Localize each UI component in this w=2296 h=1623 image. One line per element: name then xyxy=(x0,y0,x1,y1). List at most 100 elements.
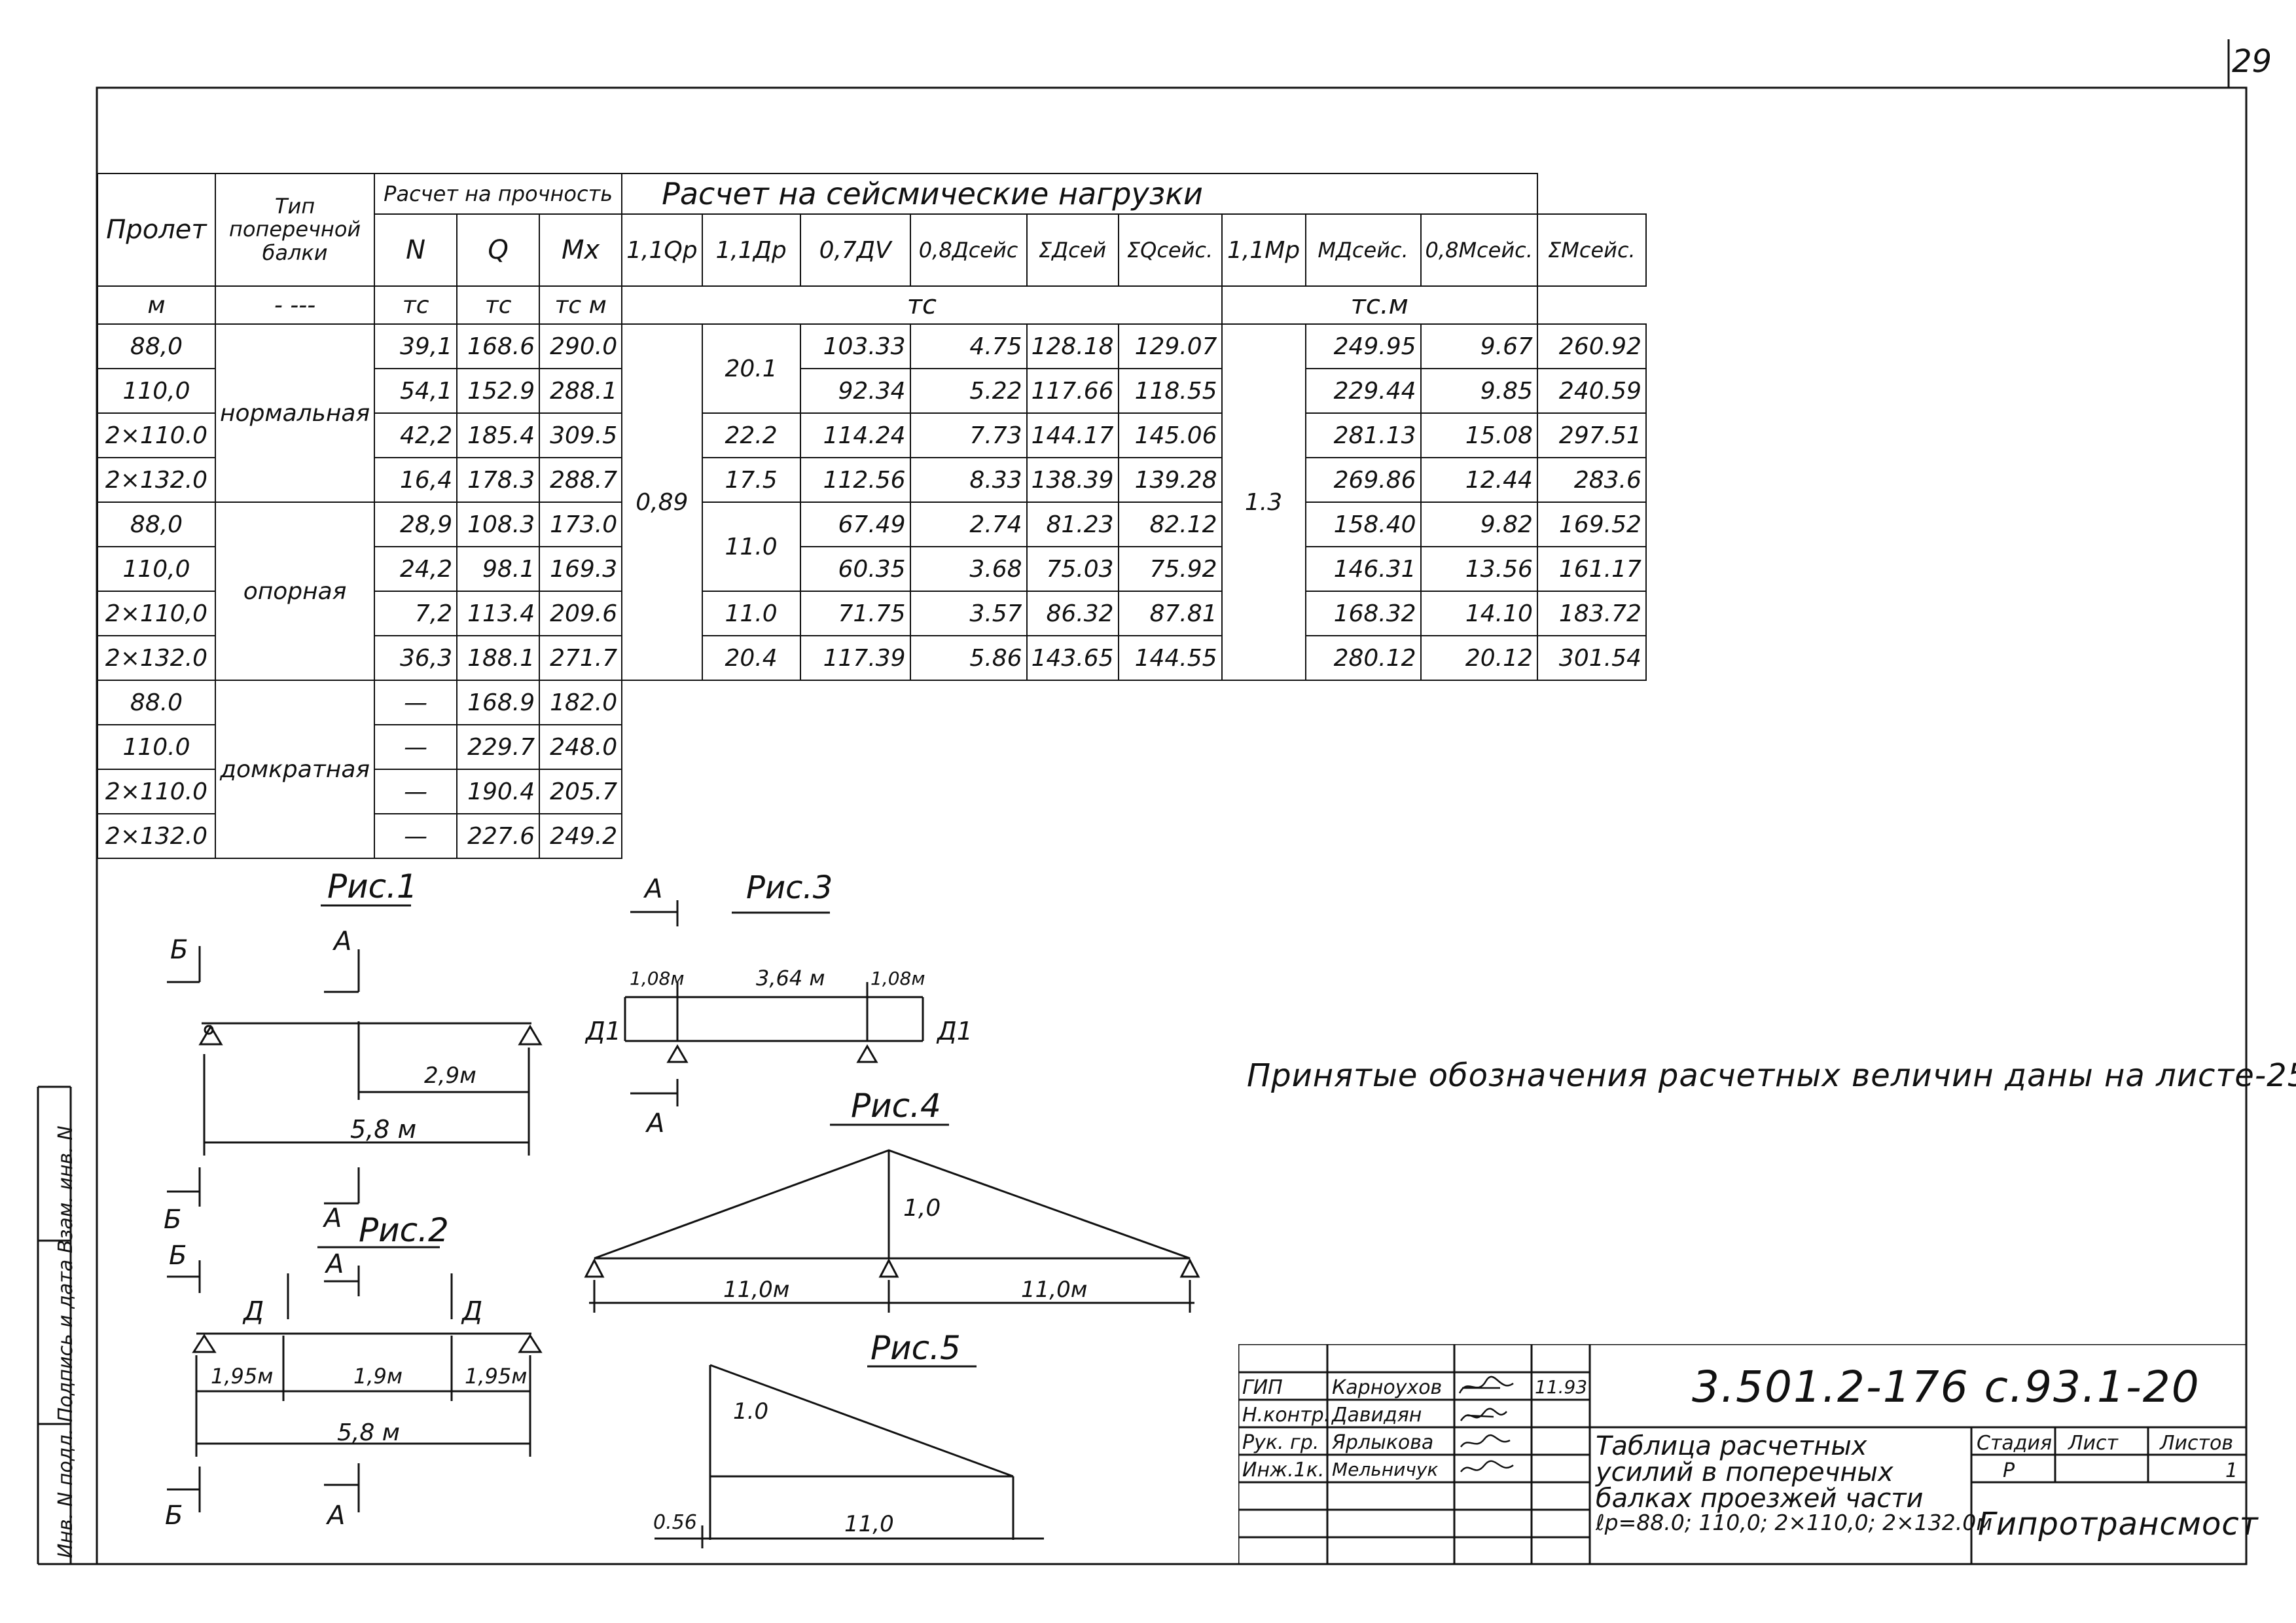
figure-3-dim-left: 1,08м xyxy=(630,968,685,989)
sign-date: 11.93 xyxy=(1535,1376,1588,1398)
stage-label: Стадия xyxy=(1977,1432,2053,1455)
name-nkontr: Давидян xyxy=(1332,1404,1422,1427)
calculation-table: Пролет Тип поперечной балки Расчет на пр… xyxy=(97,173,1656,859)
figure-3-dim-mid: 3,64 м xyxy=(756,966,825,991)
merged-11mp: 1.3 xyxy=(1221,323,1306,681)
figure-5 xyxy=(655,1364,1044,1548)
table-row: 2×110.0 42,2 185.4 309.5 22.2 114.24 7.7… xyxy=(97,412,1655,458)
figure-4-dim-left: 11,0м xyxy=(723,1277,790,1303)
figure-3-section-a-bottom: А xyxy=(647,1108,665,1139)
col-07dv: 0,7ДV xyxy=(799,213,911,287)
figure-4-peak: 1,0 xyxy=(903,1195,941,1222)
figure-1 xyxy=(167,904,543,1207)
figure-3 xyxy=(624,900,924,1106)
table-row: 88,0 нормальная 39,1 168.6 290.0 0,89 20… xyxy=(97,323,1655,681)
unit-seismic-t: тс xyxy=(621,285,1223,325)
designations-note: Принятые обозначения расчетных величин д… xyxy=(1247,1057,2296,1094)
figure-2-dim-full: 5,8 м xyxy=(337,1419,400,1446)
table-row: 110,0 54,1 152.9 288.1 92.34 5.22 117.66… xyxy=(97,368,1655,414)
table-row: 2×132.0 16,4 178.3 288.7 17.5 112.56 8.3… xyxy=(97,457,1655,503)
figure-1-dim-full: 5,8 м xyxy=(350,1115,417,1144)
figure-2 xyxy=(167,1246,543,1512)
unit-q: тс xyxy=(456,285,541,325)
col-sum-m: ΣMсейс. xyxy=(1536,213,1647,287)
figure-3-dim-right: 1,08м xyxy=(870,968,925,989)
sheet-frame xyxy=(96,86,2248,1565)
figure-4 xyxy=(584,1123,1200,1313)
group-support: опорная xyxy=(214,501,376,681)
unit-mx: тс м xyxy=(539,285,623,325)
sheets-label: Листов xyxy=(2160,1432,2234,1455)
binding-stamp: Инв. N подл. Подпись и дата Взам. инв. N xyxy=(54,1125,77,1558)
name-gip: Карноухов xyxy=(1332,1376,1443,1399)
unit-beam: - --- xyxy=(214,285,376,325)
col-md: MДсейс. xyxy=(1304,213,1422,287)
header-strength: Расчет на прочность xyxy=(374,173,623,215)
table-row: 88.0 домкратная — 168.9 182.0 xyxy=(97,680,1655,859)
figure-1-title: Рис.1 xyxy=(327,867,418,905)
col-mx: Mx xyxy=(539,213,623,287)
figure-4-title: Рис.4 xyxy=(851,1087,941,1125)
role-gip: ГИП xyxy=(1242,1376,1283,1399)
table-row: 2×132.0 36,3 188.1 271.7 20.4 117.39 5.8… xyxy=(97,635,1655,681)
header-beam-type: Тип поперечной балки xyxy=(214,173,376,287)
unit-seismic-tm: тс.м xyxy=(1221,285,1538,325)
col-08m: 0,8Mсейс. xyxy=(1420,213,1538,287)
col-q: Q xyxy=(456,213,541,287)
figure-2-dim-left: 1,95м xyxy=(211,1364,274,1389)
col-11mp: 1,1Mp xyxy=(1221,213,1306,287)
figure-2-load-right: Д xyxy=(462,1296,483,1326)
col-n: N xyxy=(374,213,458,287)
signatures xyxy=(1458,1376,1514,1472)
table-row: 110,0 24,2 98.1 169.3 60.35 3.68 75.03 7… xyxy=(97,546,1655,592)
organization: Гипротрансмост xyxy=(1978,1506,2259,1542)
figure-5-title: Рис.5 xyxy=(870,1329,961,1367)
col-08d: 0,8Дсейс xyxy=(909,213,1028,287)
figure-1-section-b-bottom: Б xyxy=(164,1205,182,1235)
figure-2-section-b-bottom: Б xyxy=(165,1501,183,1531)
figure-5-peak: 1.0 xyxy=(733,1398,769,1425)
figure-4-dim-right: 11,0м xyxy=(1021,1277,1088,1303)
figure-3-load-left: Д1 xyxy=(586,1017,621,1046)
table-row: 88,0 опорная 28,9 108.3 173.0 11.0 67.49… xyxy=(97,501,1655,681)
doc-title-line-1: Таблица расчетных xyxy=(1596,1431,1867,1461)
table-row: 110.0 — 229.7 248.0 xyxy=(97,724,1655,770)
col-11qp: 1,1Qp xyxy=(621,213,703,287)
name-rukgr: Ярлыкова xyxy=(1332,1431,1434,1454)
doc-number: 3.501.2-176 с.93.1-20 xyxy=(1692,1362,2200,1412)
sheet-label: Лист xyxy=(2068,1432,2119,1455)
figure-2-section-b-top: Б xyxy=(169,1241,187,1271)
role-inzh: Инж.1к. xyxy=(1242,1459,1325,1482)
figure-3-load-right: Д1 xyxy=(937,1017,973,1046)
unit-n: тс xyxy=(374,285,458,325)
col-11dp: 1,1Дp xyxy=(701,213,801,287)
figure-5-dim-right: 11,0 xyxy=(844,1511,894,1537)
figure-3-section-a-top: А xyxy=(645,874,663,904)
doc-title-line-2: усилий в поперечных xyxy=(1596,1457,1893,1487)
merged-11qp: 0,89 xyxy=(621,323,703,681)
sheets-value: 1 xyxy=(2225,1459,2238,1482)
figure-2-section-a-bottom: А xyxy=(327,1501,346,1531)
unit-span: м xyxy=(97,285,216,325)
figure-2-title: Рис.2 xyxy=(359,1211,449,1249)
name-inzh: Мельничук xyxy=(1332,1459,1439,1480)
stage-value: Р xyxy=(2003,1459,2015,1482)
figure-3-title: Рис.3 xyxy=(746,869,833,906)
group-jack: домкратная xyxy=(214,680,376,859)
title-block-grid xyxy=(1238,1344,2246,1564)
page-number: 29 xyxy=(2232,43,2272,80)
role-nkontr: Н.контр. xyxy=(1242,1404,1331,1427)
doc-title-line-3: балках проезжей части xyxy=(1596,1484,1924,1514)
figure-2-load-left: Д xyxy=(243,1296,264,1326)
doc-title-line-4: ℓp=88.0; 110,0; 2×110,0; 2×132.0м xyxy=(1596,1510,1993,1535)
table-row: 2×110,0 7,2 113.4 209.6 11.0 71.75 3.57 … xyxy=(97,591,1655,636)
header-seismic: Расчет на сейсмические нагрузки xyxy=(621,173,1538,215)
group-normal: нормальная xyxy=(214,323,376,503)
figure-2-section-a-top: А xyxy=(326,1249,344,1279)
figure-1-section-a-top: А xyxy=(334,926,352,957)
col-sum-q: ΣQсейс. xyxy=(1117,213,1223,287)
figure-1-section-a-bottom: А xyxy=(324,1203,342,1233)
figure-5-dim-left: 0.56 xyxy=(653,1511,697,1534)
figure-2-dim-mid: 1,9м xyxy=(353,1364,403,1389)
